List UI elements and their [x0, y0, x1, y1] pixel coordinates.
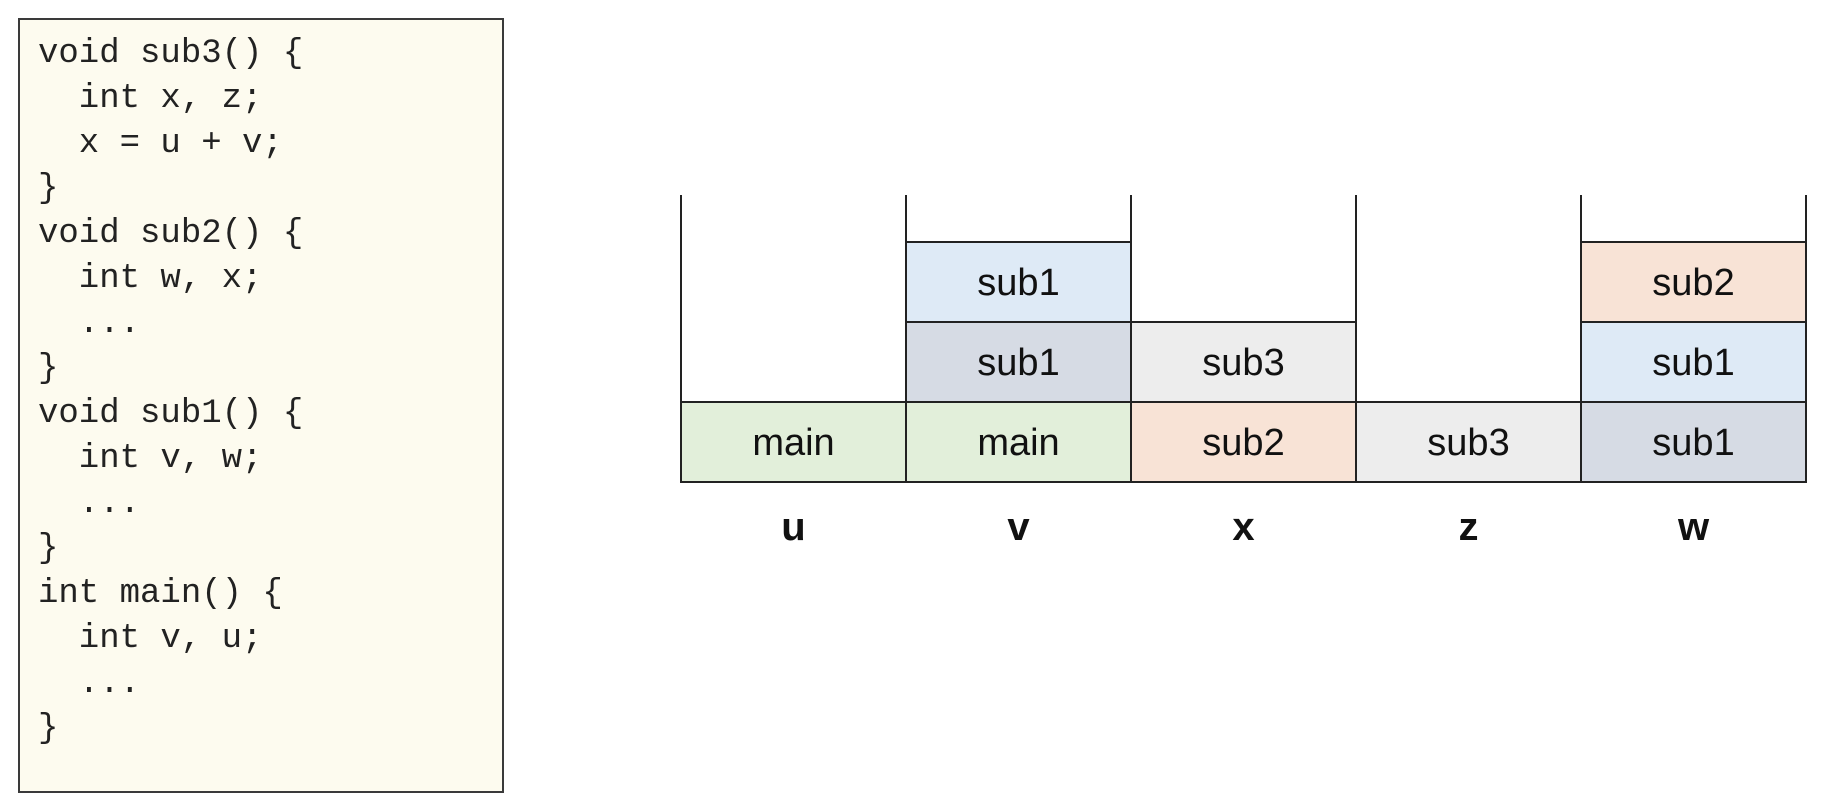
code-line: } — [38, 530, 59, 568]
code-line: void sub2() { — [38, 215, 304, 253]
stack-cell-label: sub2 — [1652, 262, 1734, 304]
code-line: int main() { — [38, 575, 283, 613]
stack-cell — [1580, 401, 1807, 483]
code-line: int v, w; — [38, 440, 263, 478]
stack-cell-label: sub3 — [1202, 342, 1284, 384]
variable-label: u — [781, 505, 805, 549]
stack-cell-label: sub3 — [1427, 422, 1509, 464]
stack-cell-label: sub1 — [977, 342, 1059, 384]
code-line: int w, x; — [38, 260, 263, 298]
code-lines: void sub3() { int x, z; x = u + v; } voi… — [38, 32, 303, 752]
code-line: int v, u; — [38, 620, 263, 658]
code-line: } — [38, 710, 59, 748]
code-line: x = u + v; — [38, 125, 283, 163]
variable-label: v — [1007, 505, 1030, 549]
stack-cell — [1355, 401, 1582, 483]
stack-cell — [1130, 401, 1357, 483]
code-line: } — [38, 350, 59, 388]
variable-label: w — [1677, 505, 1710, 549]
stack-cell-label: main — [977, 422, 1059, 464]
code-listing-panel: void sub3() { int x, z; x = u + v; } voi… — [18, 18, 504, 793]
stack-cell-label: sub1 — [1652, 422, 1734, 464]
code-line: ... — [38, 485, 141, 523]
code-line: ... — [38, 305, 141, 343]
variable-label: x — [1232, 505, 1254, 549]
variable-label: z — [1459, 505, 1479, 549]
stack-cell-label: sub2 — [1202, 422, 1284, 464]
code-line: } — [38, 170, 59, 208]
code-line: void sub3() { — [38, 35, 304, 73]
stack-cell — [1130, 321, 1357, 403]
code-line: void sub1() { — [38, 395, 304, 433]
stack-cell — [1580, 321, 1807, 403]
stack-cell-label: main — [752, 422, 834, 464]
stack-cell-label: sub1 — [1652, 342, 1734, 384]
code-line: ... — [38, 665, 141, 703]
stack-cell-label: sub1 — [977, 262, 1059, 304]
code-line: int x, z; — [38, 80, 263, 118]
